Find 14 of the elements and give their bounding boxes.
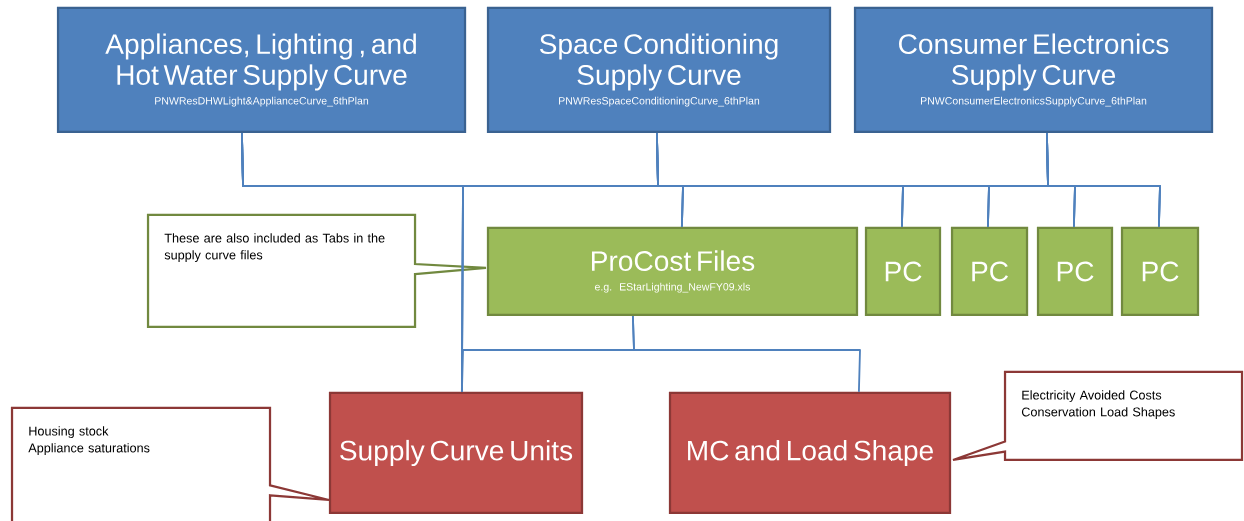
- process-box: PC: [950, 226, 1029, 317]
- process-box: PC: [1036, 226, 1114, 317]
- process-box: PC: [1120, 226, 1200, 317]
- callout-box: These are also included as Tabs in the supply curve files: [146, 213, 488, 329]
- process-box: Appliances, Lighting , and Hot Water Supply Curve PNWResDHWLight&ApplianceCurve_6thPlan: [56, 6, 467, 134]
- process-box: Supply Curve Units: [328, 391, 584, 515]
- process-box: ProCost Files e.g. EStarLighting_NewFY09.xls: [486, 226, 859, 317]
- callout-box: Electricity Avoided Costs Conservation Load Shapes: [951, 370, 1244, 462]
- process-box: Space Conditioning Supply Curve PNWResSpaceConditioningCurve_6thPlan: [486, 6, 832, 134]
- connector-line: [631, 315, 861, 393]
- callout-box: Housing stock Appliance saturations: [10, 406, 331, 521]
- process-box: MC and Load Shape: [668, 391, 952, 515]
- process-box: PC: [864, 226, 942, 317]
- process-box: Consumer Electronics Supply Curve PNWConsumerElectronicsSupplyCurve_6thPlan: [853, 6, 1214, 134]
